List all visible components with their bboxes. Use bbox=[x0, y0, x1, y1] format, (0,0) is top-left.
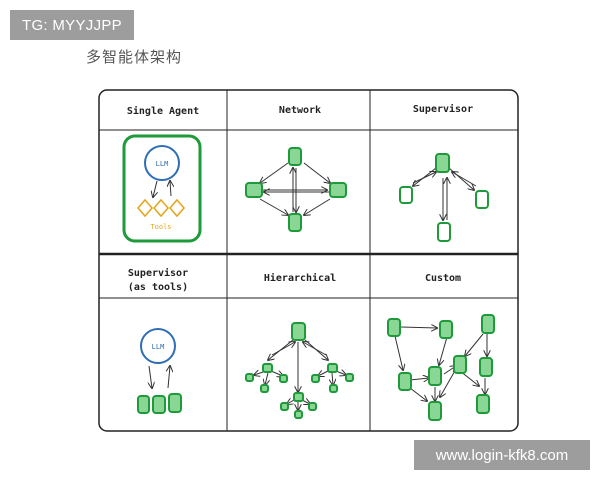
edge bbox=[265, 372, 268, 385]
worker-node bbox=[308, 402, 317, 411]
supervisor-as-tools-panel: LLM bbox=[137, 328, 182, 414]
edge bbox=[303, 342, 327, 356]
edge bbox=[412, 172, 436, 184]
edge bbox=[170, 181, 171, 197]
llm-label: LLM bbox=[156, 160, 169, 168]
agent-node bbox=[152, 395, 166, 414]
edge bbox=[394, 335, 403, 370]
edge bbox=[153, 180, 157, 197]
edge bbox=[271, 342, 295, 356]
edge bbox=[465, 333, 484, 356]
tool-nodes bbox=[136, 198, 186, 218]
panel-title-custom: Custom bbox=[425, 273, 461, 284]
panel-title-supervisor-as-tools-line2: (as tools) bbox=[128, 282, 188, 293]
agent-node bbox=[476, 394, 490, 414]
agent-node bbox=[168, 393, 182, 413]
agent-node bbox=[387, 318, 401, 337]
edge bbox=[409, 387, 427, 401]
agent-node bbox=[245, 182, 263, 198]
tool-node bbox=[136, 198, 154, 218]
worker-node bbox=[294, 410, 303, 419]
agent-node bbox=[428, 366, 442, 386]
sub-supervisor-node bbox=[327, 363, 338, 373]
edge bbox=[409, 378, 429, 380]
worker-node bbox=[280, 402, 289, 411]
edge bbox=[149, 365, 152, 388]
hierarchical-panel bbox=[245, 322, 354, 419]
agent-node bbox=[475, 190, 489, 209]
sub-supervisor-node bbox=[262, 363, 273, 373]
tool-node bbox=[152, 198, 170, 218]
panel-title-hierarchical: Hierarchical bbox=[264, 272, 336, 284]
diagram-frame bbox=[98, 89, 519, 432]
edge bbox=[318, 371, 329, 376]
tools-label: Tools bbox=[150, 223, 171, 231]
supervisor-node bbox=[435, 153, 450, 173]
agent-node bbox=[288, 213, 302, 232]
telegram-tag: TG: MYYJJPP bbox=[10, 10, 134, 40]
custom-panel bbox=[387, 314, 495, 421]
agent-node bbox=[437, 222, 451, 242]
agent-node bbox=[453, 355, 467, 374]
agent-node bbox=[439, 320, 453, 339]
edge bbox=[440, 368, 457, 397]
panel-title-supervisor-as-tools-line1: Supervisor bbox=[128, 267, 188, 279]
edge bbox=[448, 167, 474, 190]
tool-node bbox=[168, 198, 186, 218]
agent-node bbox=[479, 357, 493, 377]
network-panel bbox=[245, 147, 347, 232]
agent-boundary bbox=[122, 134, 202, 243]
agent-node bbox=[428, 401, 442, 421]
worker-node bbox=[260, 384, 269, 393]
panel-title-network: Network bbox=[279, 105, 321, 116]
edge bbox=[400, 327, 437, 328]
supervisor-panel bbox=[399, 153, 489, 242]
agent-node bbox=[288, 147, 302, 166]
edge bbox=[303, 162, 330, 183]
agent-node bbox=[137, 395, 150, 414]
llm-label: LLM bbox=[152, 343, 165, 351]
worker-node bbox=[245, 373, 254, 382]
agent-node bbox=[399, 186, 413, 204]
agent-node bbox=[329, 182, 347, 198]
edge bbox=[304, 198, 331, 215]
worker-node bbox=[311, 374, 320, 383]
llm-node bbox=[144, 145, 180, 181]
worker-node bbox=[345, 373, 354, 382]
page-subtitle: 多智能体架构 bbox=[86, 48, 183, 66]
single-agent-panel: LLM Tools bbox=[122, 134, 202, 243]
llm-node bbox=[140, 328, 176, 364]
edge bbox=[260, 162, 289, 183]
panel-title-single-agent: Single Agent bbox=[127, 105, 199, 117]
edge bbox=[259, 198, 288, 215]
edge bbox=[168, 366, 170, 389]
edge bbox=[332, 372, 333, 385]
worker-node bbox=[329, 384, 338, 393]
worker-node bbox=[279, 374, 288, 383]
agent-node bbox=[398, 372, 412, 391]
agent-node bbox=[481, 314, 495, 334]
top-supervisor-node bbox=[291, 322, 306, 341]
sub-supervisor-node bbox=[293, 392, 304, 402]
edge bbox=[452, 172, 477, 187]
edge bbox=[439, 336, 448, 365]
watermark-url: www.login-kfk8.com bbox=[414, 440, 590, 470]
panel-title-supervisor: Supervisor bbox=[413, 103, 473, 115]
